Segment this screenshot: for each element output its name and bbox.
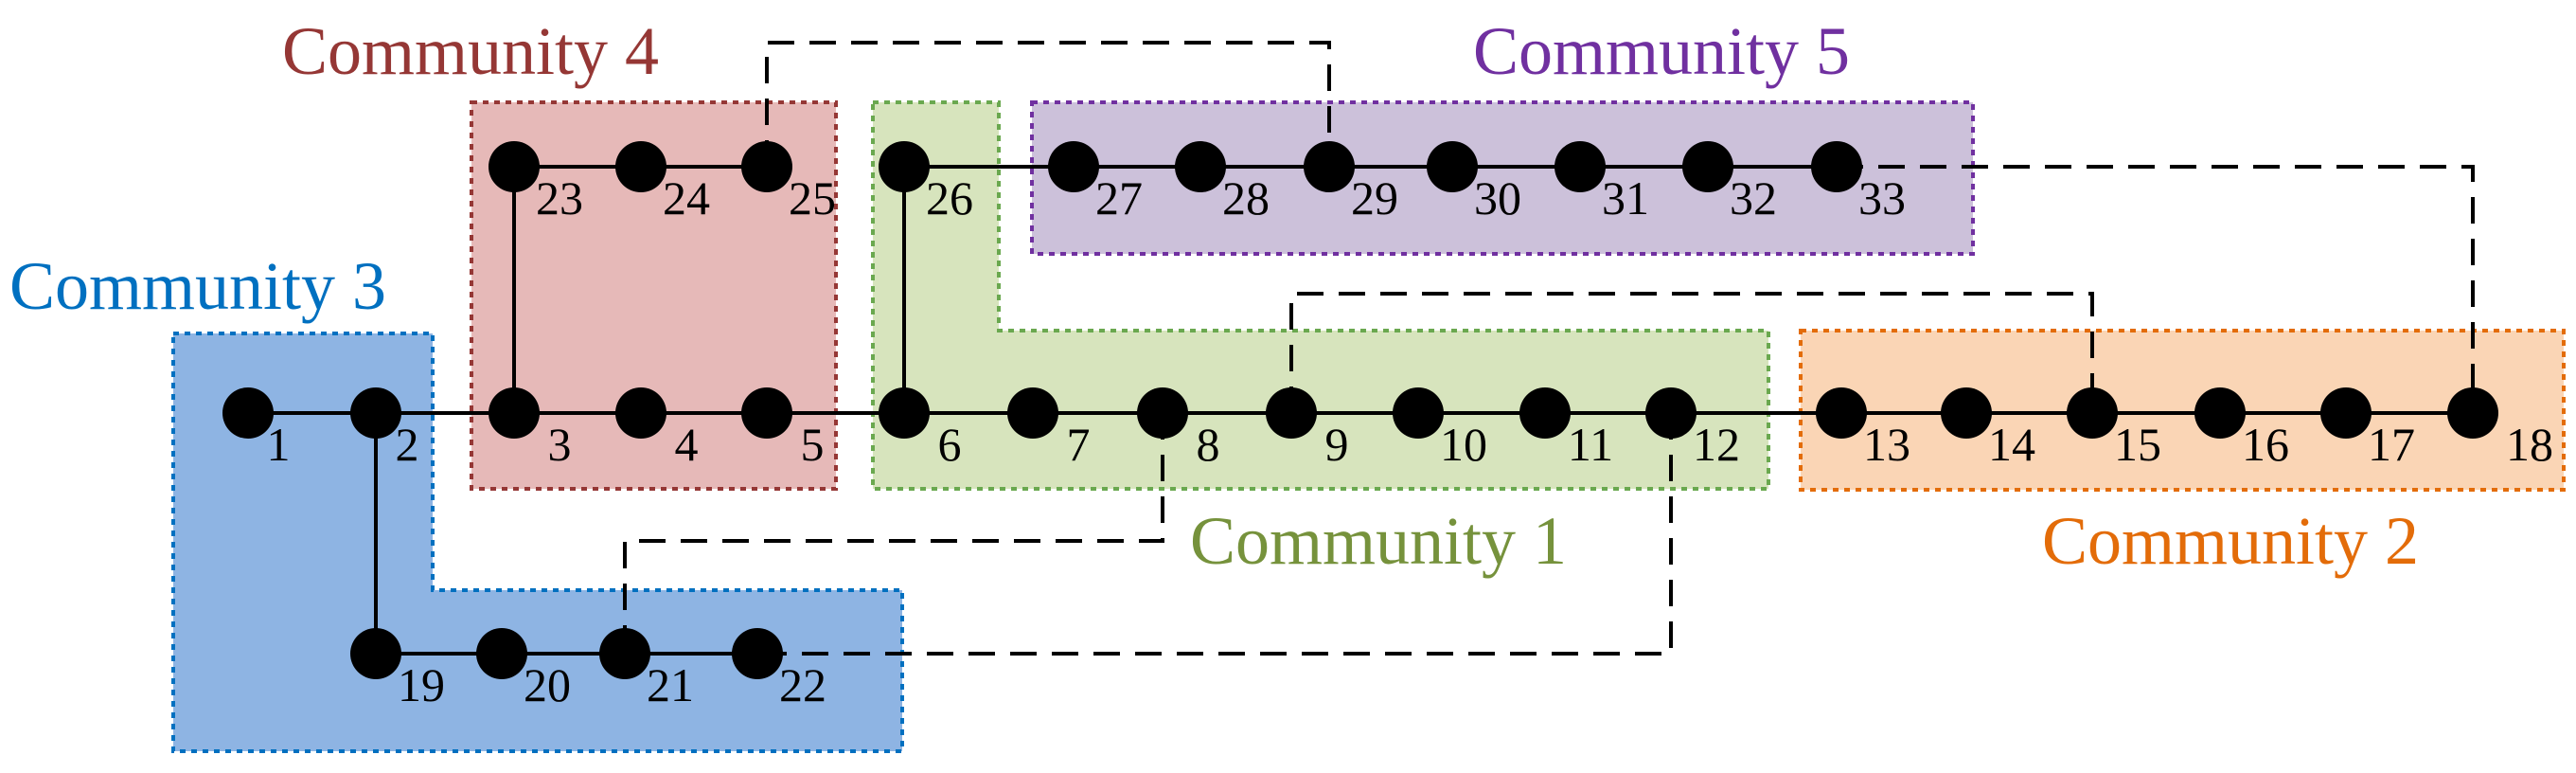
bus-label-30: 30 — [1474, 171, 1521, 225]
bus-label-16: 16 — [2242, 418, 2289, 471]
community-3-title: Community 3 — [9, 248, 386, 324]
community-1-title: Community 1 — [1190, 503, 1567, 579]
bus-label-15: 15 — [2114, 418, 2161, 471]
tie-line-8-21 — [623, 413, 1164, 654]
bus-node-19 — [350, 628, 401, 679]
bus-node-26 — [879, 141, 930, 192]
tie-line-9-15 — [1289, 292, 2094, 413]
bus-node-13 — [1816, 387, 1867, 439]
tie-lines — [623, 41, 2475, 656]
bus-label-24: 24 — [663, 171, 710, 225]
bus-label-29: 29 — [1351, 171, 1398, 225]
bus-node-2 — [350, 387, 401, 439]
bus-label-5: 5 — [801, 418, 825, 471]
bus-node-10 — [1393, 387, 1444, 439]
bus-label-28: 28 — [1222, 171, 1270, 225]
bus-label-3: 3 — [548, 418, 572, 471]
bus-node-22 — [732, 628, 783, 679]
community-4-title: Community 4 — [282, 13, 659, 89]
community-2-region — [1799, 329, 2566, 492]
tie-line-25-29 — [765, 41, 1331, 167]
bus-label-22: 22 — [779, 658, 826, 711]
bus-label-25: 25 — [789, 171, 836, 225]
bus-node-7 — [1007, 387, 1058, 439]
bus-node-12 — [1645, 387, 1697, 439]
bus-node-20 — [476, 628, 527, 679]
bus-node-6 — [879, 387, 930, 439]
bus-label-1: 1 — [267, 418, 291, 471]
bus-node-8 — [1137, 387, 1188, 439]
community-2-title: Community 2 — [2042, 503, 2419, 579]
bus-label-11: 11 — [1568, 418, 1613, 471]
bus-label-7: 7 — [1067, 418, 1091, 471]
bus-label-10: 10 — [1440, 418, 1487, 471]
bus-node-29 — [1304, 141, 1355, 192]
bus-label-18: 18 — [2506, 418, 2553, 471]
bus-node-30 — [1427, 141, 1478, 192]
bus-node-28 — [1175, 141, 1226, 192]
bus-label-23: 23 — [536, 171, 583, 225]
bus-label-2: 2 — [396, 418, 419, 471]
bus-node-18 — [2447, 387, 2498, 439]
bus-node-32 — [1682, 141, 1733, 192]
bus-label-4: 4 — [675, 418, 699, 471]
tie-line-18-33 — [1837, 165, 2475, 413]
bus-node-5 — [741, 387, 792, 439]
bus-label-9: 9 — [1325, 418, 1349, 471]
bus-node-9 — [1266, 387, 1317, 439]
community-5-title: Community 5 — [1473, 13, 1850, 89]
bus-node-4 — [615, 387, 666, 439]
bus-label-33: 33 — [1858, 171, 1906, 225]
bus-label-20: 20 — [524, 658, 571, 711]
bus-label-26: 26 — [926, 171, 973, 225]
bus-node-21 — [599, 628, 650, 679]
bus-nodes — [222, 141, 2498, 679]
bus-label-27: 27 — [1095, 171, 1143, 225]
bus-node-11 — [1519, 387, 1571, 439]
bus-label-21: 21 — [647, 658, 694, 711]
bus-node-17 — [2320, 387, 2372, 439]
bus-node-16 — [2194, 387, 2246, 439]
bus-label-19: 19 — [398, 658, 445, 711]
community-titles: Community 4 Community 5 Community 3 Comm… — [9, 13, 2419, 579]
bus-label-13: 13 — [1863, 418, 1910, 471]
tie-line-12-22 — [757, 413, 1673, 656]
bus-node-1 — [222, 387, 274, 439]
bus-node-33 — [1811, 141, 1862, 192]
bus-node-27 — [1048, 141, 1099, 192]
bus-node-31 — [1554, 141, 1606, 192]
bus-label-8: 8 — [1197, 418, 1220, 471]
bus-node-15 — [2067, 387, 2118, 439]
bus-label-31: 31 — [1602, 171, 1649, 225]
bus-label-14: 14 — [1988, 418, 2035, 471]
bus-label-32: 32 — [1730, 171, 1777, 225]
bus-label-12: 12 — [1693, 418, 1740, 471]
bus-node-14 — [1941, 387, 1992, 439]
bus-label-17: 17 — [2368, 418, 2415, 471]
bus-node-3 — [489, 387, 540, 439]
bus-node-23 — [489, 141, 540, 192]
bus-label-6: 6 — [938, 418, 962, 471]
bus-node-25 — [741, 141, 792, 192]
bus-node-24 — [615, 141, 666, 192]
